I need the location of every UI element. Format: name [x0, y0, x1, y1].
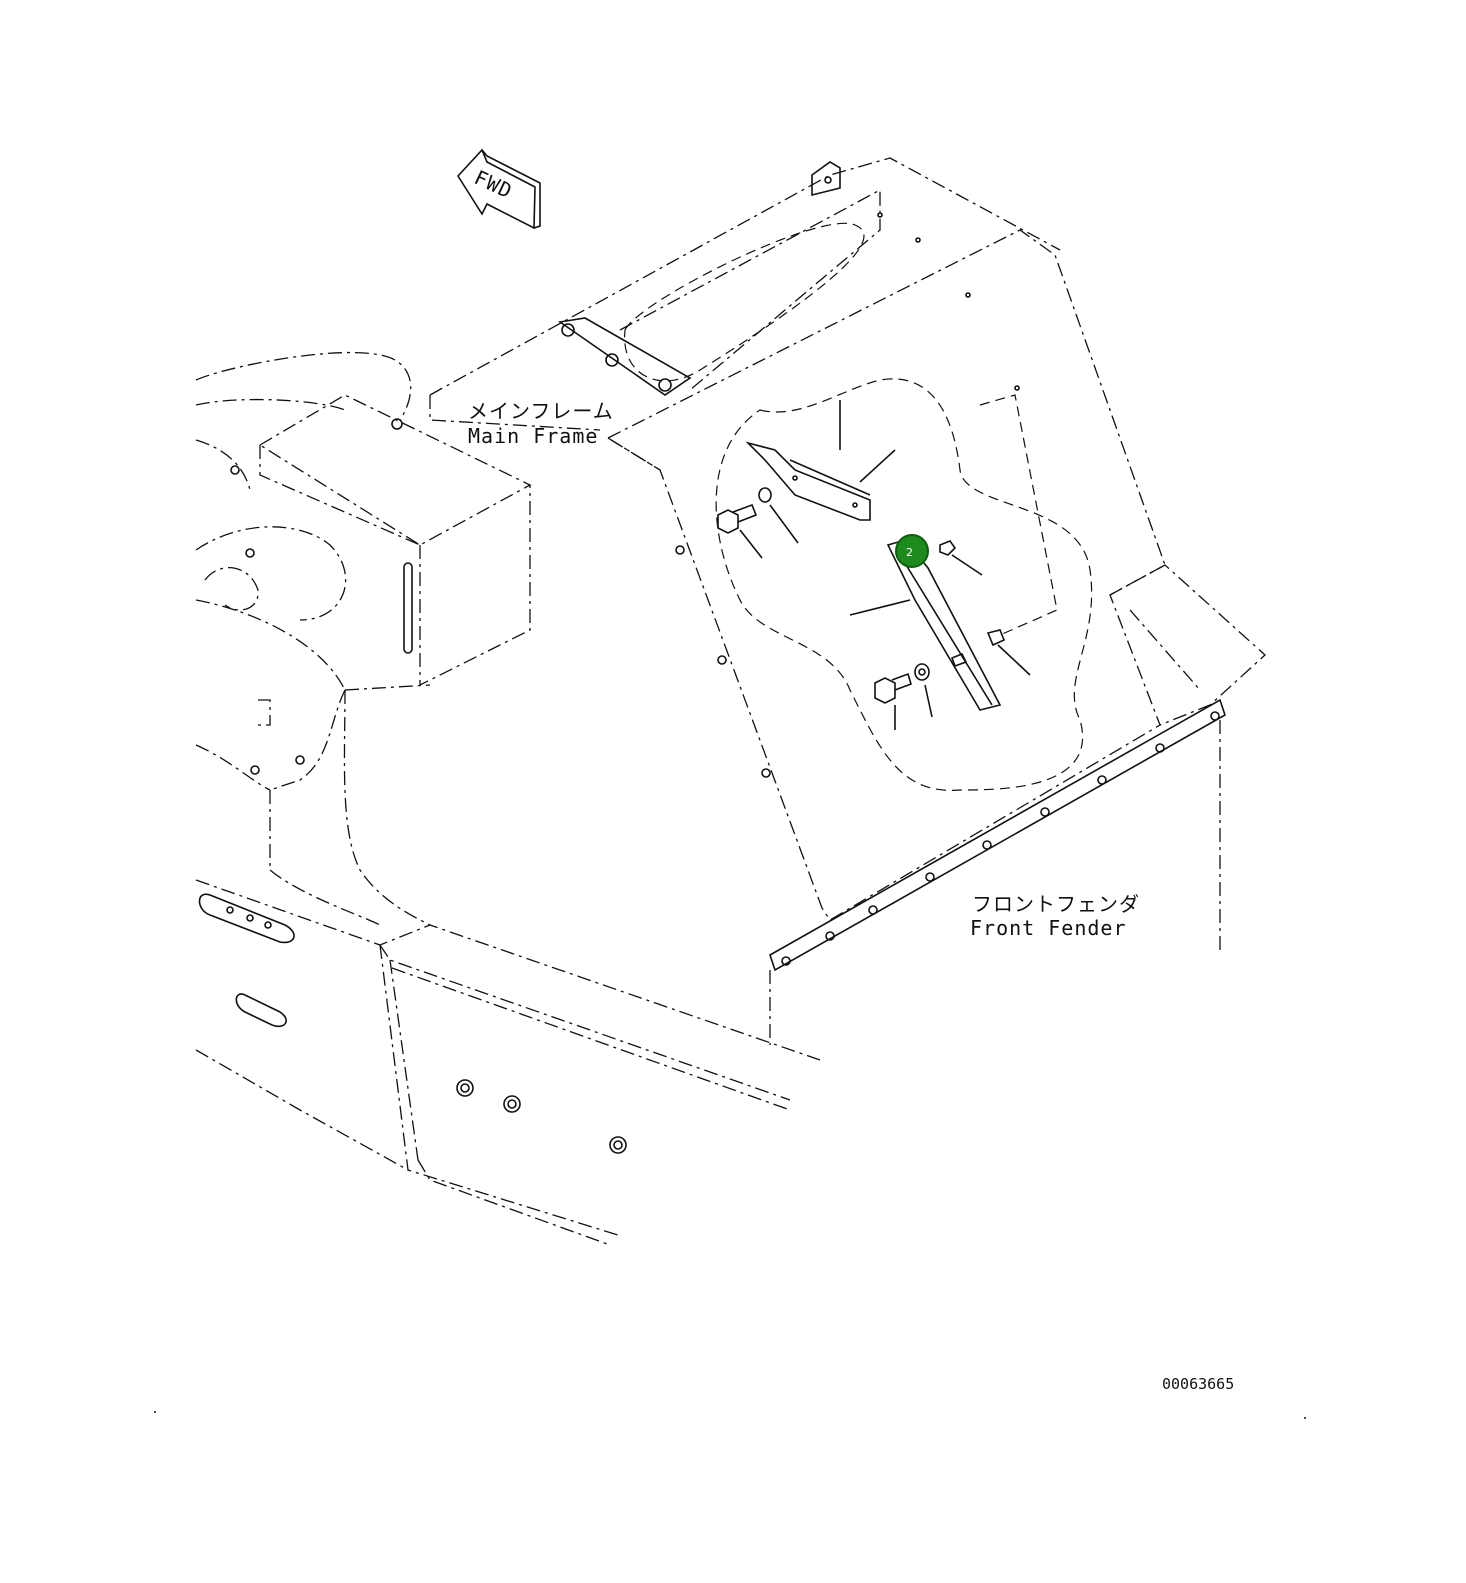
callout-2[interactable]: 2	[895, 534, 929, 568]
fwd-label: FWD	[471, 165, 517, 203]
main-frame-rail	[429, 157, 1061, 431]
main-frame-body	[195, 351, 532, 926]
callout-2-circle[interactable]	[895, 534, 929, 568]
forward-arrow-icon: FWD	[456, 148, 541, 230]
front-fender-panel	[606, 212, 1266, 1045]
callout-2-number[interactable]: 2	[906, 546, 913, 559]
detail-view	[715, 378, 1093, 791]
main-frame-label-jp: メインフレーム	[468, 399, 614, 423]
front-fender-label-en: Front Fender	[970, 916, 1127, 940]
front-fender-label-jp: フロントフェンダ	[972, 892, 1140, 916]
lower-frame	[195, 879, 821, 1246]
main-frame-label-en: Main Frame	[468, 424, 598, 448]
drawing-number: 00063665	[1162, 1375, 1234, 1393]
